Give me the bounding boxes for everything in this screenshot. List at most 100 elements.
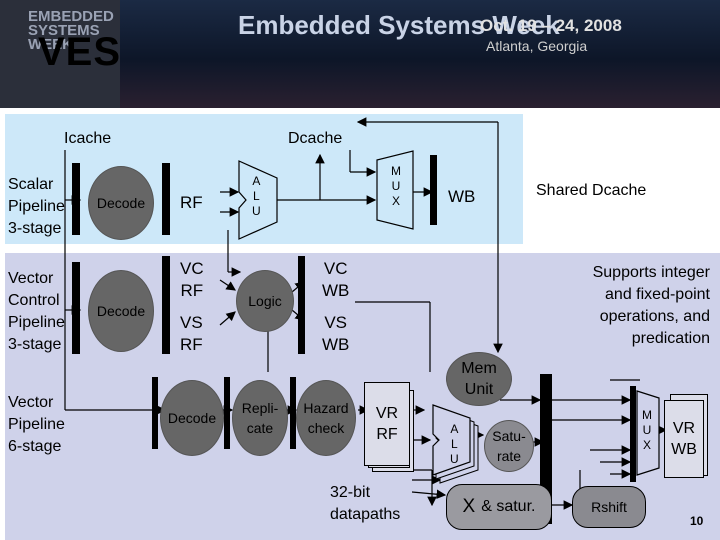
scalar-label-line-3: 3-stage [8, 220, 62, 237]
mem-unit: Mem Unit [446, 352, 512, 406]
event-name: Embedded Systems Week [238, 10, 560, 40]
logic-unit: Logic [236, 270, 294, 332]
vr-rf-line-1: VR [375, 405, 399, 422]
mem-unit-label: Mem Unit [461, 358, 497, 400]
datapaths-label: 32-bit datapaths [330, 482, 400, 526]
scalar-rf-label: RF [180, 193, 203, 212]
conference-banner: EMBEDDED SYSTEMS WEEK Embedded Systems W… [0, 0, 720, 108]
alu-letter-l: L [252, 189, 260, 203]
vector-control-decode-stage: Decode [88, 270, 154, 352]
vs-wb-line-1: VS [324, 313, 348, 332]
replicate-stage: Repli- cate [232, 380, 288, 456]
vector-control-label-line-1: Vector [8, 270, 54, 287]
saturate-line-1: Satu- [492, 428, 526, 444]
vector-label-line-3: 6-stage [8, 438, 62, 455]
vector-alu-letter-l: L [450, 437, 458, 451]
scalar-mux-shape [376, 150, 414, 230]
multiply-symbol: X [462, 496, 476, 517]
page-number: 10 [690, 514, 704, 528]
replicate-line-1: Repli- [241, 400, 279, 416]
vs-rf-line-1: VS [180, 313, 203, 332]
vector-mux-label: M U X [642, 408, 652, 453]
logic-label: Logic [248, 293, 282, 309]
vs-wb-label: VS WB [322, 312, 349, 356]
mem-unit-line-1: Mem [461, 360, 497, 377]
shared-dcache-note: Shared Dcache [536, 182, 647, 199]
hazard-line-1: Hazard [303, 400, 349, 416]
vr-rf-line-2: RF [376, 426, 398, 443]
vector-control-label-line-2: Control [8, 292, 60, 309]
vr-writeback: VR WB [664, 400, 704, 478]
vr-rf-register-file: VR RF [364, 382, 410, 466]
saturate-line-2: rate [496, 448, 522, 464]
vector-pipeline-label: Vector Pipeline 6-stage [8, 392, 65, 458]
esweek-logo: EMBEDDED SYSTEMS WEEK [0, 0, 120, 108]
pipeline-register-bar [630, 386, 636, 482]
logo-line-2: SYSTEMS [28, 22, 100, 39]
alu-letter-a: A [252, 174, 261, 188]
vector-alu-letter-u: U [450, 452, 459, 466]
event-city: Atlanta, Georgia [486, 38, 588, 54]
mux-letter-u: U [391, 179, 401, 193]
vs-rf-label: VS RF [180, 312, 203, 356]
vr-wb-label: VR WB [671, 418, 697, 460]
vector-mux-letter-x: X [642, 438, 651, 452]
vector-alu-shape [432, 404, 479, 484]
vector-decode-stage: Decode [160, 380, 224, 456]
vc-rf-line-2: RF [180, 281, 204, 300]
rshift-label: Rshift [591, 499, 627, 515]
note-line-4: predication [631, 330, 710, 347]
pipeline-register-bar [224, 377, 230, 449]
banner-skyline-background [120, 0, 720, 108]
supports-note: Supports integer and fixed-point operati… [520, 262, 710, 350]
hazard-check-stage: Hazard check [296, 380, 356, 456]
scalar-wb-label: WB [448, 187, 476, 206]
note-line-1: Supports integer [592, 264, 710, 281]
vc-wb-line-2: WB [322, 281, 350, 300]
scalar-pipeline-label: Scalar Pipeline 3-stage [8, 174, 65, 240]
pipeline-register-bar [162, 163, 170, 235]
vector-mux-shape [636, 390, 660, 476]
hazard-line-2: check [307, 420, 345, 436]
vector-alu-letter-a: A [450, 422, 459, 436]
vector-mux-letter-u: U [642, 423, 652, 437]
pipeline-register-bar [162, 256, 170, 354]
vs-rf-line-2: RF [180, 335, 203, 354]
replicate-label: Repli- cate [242, 398, 279, 438]
vr-rf-label: VR RF [376, 403, 398, 445]
hazard-check-label: Hazard check [303, 398, 348, 438]
vector-control-label-line-4: 3-stage [8, 336, 62, 353]
mux-letter-m: M [391, 164, 401, 178]
saturate-unit: Satu- rate [484, 420, 534, 472]
vc-rf-label: VC RF [180, 258, 204, 302]
mem-unit-line-2: Unit [464, 381, 494, 398]
multiply-saturate-label: & satur. [481, 498, 536, 515]
vector-mux-letter-m: M [642, 408, 652, 422]
scalar-decode-stage: Decode [88, 166, 154, 240]
logo-line-1: EMBEDDED [28, 8, 114, 25]
note-line-3: operations, and [599, 308, 710, 325]
pipeline-register-bar [290, 377, 296, 449]
replicate-line-2: cate [246, 420, 274, 436]
pipeline-register-bar [72, 163, 80, 235]
dcache-label: Dcache [288, 130, 343, 147]
saturate-label: Satu- rate [492, 426, 525, 466]
vector-alu-label: A L U [450, 422, 459, 467]
vc-rf-line-1: VC [180, 259, 204, 278]
scalar-label-line-1: Scalar [8, 176, 54, 193]
pipeline-register-bar [72, 262, 80, 354]
alu-letter-u: U [252, 204, 261, 218]
vc-wb-label: VC WB [322, 258, 349, 302]
pipeline-register-bar [430, 155, 437, 225]
vc-wb-line-1: VC [323, 259, 348, 278]
note-line-2: and fixed-point [605, 286, 710, 303]
vector-label-line-2: Pipeline [8, 416, 65, 433]
datapaths-line-1: 32-bit [330, 484, 371, 501]
datapaths-line-2: datapaths [330, 506, 401, 523]
event-dates: Oct. 19 – 24, 2008 [480, 16, 622, 35]
scalar-mux-label: M U X [391, 164, 401, 209]
vr-wb-line-1: VR [672, 420, 696, 437]
slide-title: VES [38, 30, 122, 74]
mux-letter-x: X [391, 194, 400, 208]
